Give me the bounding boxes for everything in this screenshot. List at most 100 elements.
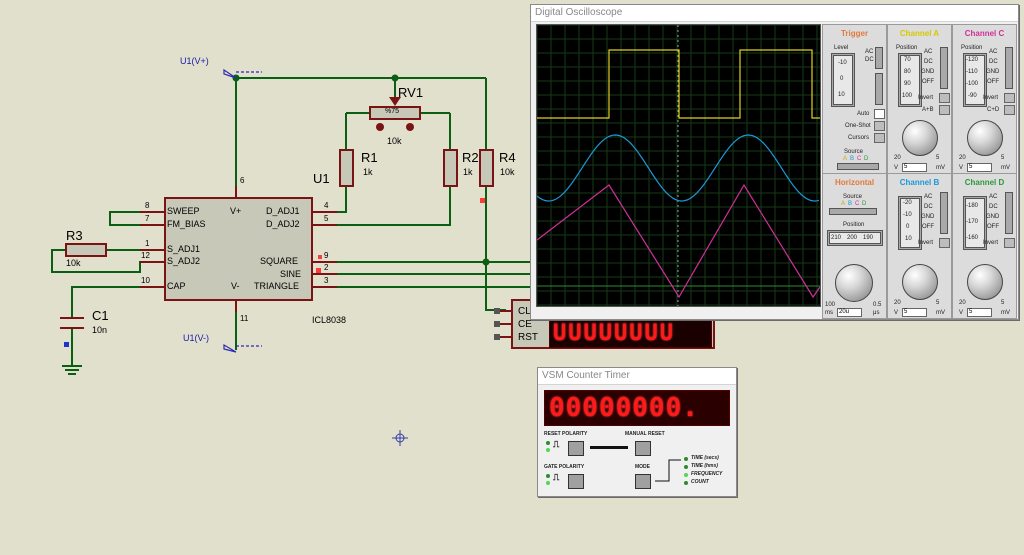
rising-edge-icon: ⎍ <box>553 439 560 449</box>
channel-a-invert-button[interactable] <box>939 93 950 103</box>
channel-c-scale-field[interactable]: 5 <box>967 163 992 172</box>
channel-d-volts-knob[interactable] <box>967 264 1003 300</box>
channel-d-scale-field[interactable]: 5 <box>967 308 992 317</box>
vplus-label: U1(V+) <box>180 56 209 66</box>
gate-polarity-button[interactable] <box>568 474 584 489</box>
horizontal-source-slider[interactable] <box>829 208 877 215</box>
pin-fm-bias: FM_BIAS <box>167 219 206 229</box>
channel-a-volts-knob[interactable] <box>902 120 938 156</box>
reset-polarity-led <box>546 441 550 445</box>
trigger-level-slider[interactable]: -10 0 10 <box>831 53 855 107</box>
pin-num-2: 2 <box>324 263 329 272</box>
counter-timer-title[interactable]: VSM Counter Timer <box>538 368 736 385</box>
horizontal-scale-field[interactable]: 20u <box>837 308 862 317</box>
channel-d-position-slider[interactable]: -180 -170 -160 <box>963 196 987 250</box>
waveform-display <box>537 25 820 306</box>
manual-reset-button[interactable] <box>635 441 651 456</box>
pin-d-adj2: D_ADJ2 <box>266 219 300 229</box>
r2-value: 1k <box>463 167 473 177</box>
channel-a-coupling-switch[interactable] <box>940 47 948 89</box>
counter-pin-ce: CE <box>518 319 532 330</box>
counter-timer-display: 00000000. <box>544 390 730 426</box>
channel-b-invert-button[interactable] <box>939 238 950 248</box>
pin-num-4: 4 <box>324 201 329 210</box>
counter-timer-window[interactable]: VSM Counter Timer 00000000. RESET POLARI… <box>537 367 737 497</box>
channel-c-position-slider[interactable]: -120 -110 -100 -90 <box>963 53 987 107</box>
rv1-value: 10k <box>387 136 402 146</box>
horizontal-panel: Horizontal Source A B C D Position 210 2… <box>822 173 887 319</box>
rv1-ref: RV1 <box>398 85 424 100</box>
trigger-coupling-switch[interactable] <box>875 47 883 69</box>
gate-polarity-label: GATE POLARITY <box>544 464 585 470</box>
reset-bar <box>590 446 628 449</box>
trigger-source-slider[interactable] <box>837 163 879 170</box>
trigger-edge-switch[interactable] <box>875 73 883 105</box>
r3-ref: R3 <box>66 228 83 243</box>
pin-num-6: 6 <box>240 176 245 185</box>
channel-d-invert-button[interactable] <box>1004 238 1015 248</box>
pin-cap: CAP <box>167 281 186 291</box>
channel-d-panel: Channel D -180 -170 -160 AC DC GND OFF I… <box>952 173 1017 319</box>
channel-b-volts-knob[interactable] <box>902 264 938 300</box>
pin-vplus: V+ <box>230 206 242 216</box>
trigger-oneshot-button[interactable] <box>874 121 885 131</box>
r1-ref: R1 <box>361 150 378 165</box>
pin-square: SQUARE <box>260 256 299 266</box>
pin-sine: SINE <box>280 269 302 279</box>
channel-c-title: Channel C <box>964 29 1005 38</box>
pin-num-3: 3 <box>324 276 329 285</box>
trace-c <box>537 183 820 299</box>
manual-reset-label: MANUAL RESET <box>625 431 665 437</box>
channel-c-combine-button[interactable] <box>1004 105 1015 115</box>
pin-vminus: V- <box>231 281 240 291</box>
trace-b <box>537 134 820 202</box>
mode-label: MODE <box>635 464 650 470</box>
pin-num-9: 9 <box>324 251 329 260</box>
pin-num-8: 8 <box>145 201 150 210</box>
trigger-level-label: Level <box>834 45 849 51</box>
channel-c-volts-knob[interactable] <box>967 120 1003 156</box>
channel-b-panel: Channel B -20 -10 0 10 AC DC GND OFF Inv… <box>887 173 952 319</box>
channel-d-coupling-switch[interactable] <box>1005 192 1013 234</box>
channel-a-combine-button[interactable] <box>939 105 950 115</box>
mode-time-hms: TIME (hms) <box>691 463 718 469</box>
trigger-oneshot-label: One-Shot <box>845 123 871 129</box>
oscilloscope-title[interactable]: Digital Oscilloscope <box>531 5 1018 22</box>
r4-value: 10k <box>500 167 515 177</box>
trigger-cursors-label: Cursors <box>848 135 870 141</box>
reset-polarity-button[interactable] <box>568 441 584 456</box>
pin-num-7: 7 <box>145 214 150 223</box>
trigger-dc-label: DC <box>865 57 874 63</box>
r2-ref: R2 <box>462 150 479 165</box>
r1-value: 1k <box>363 167 373 177</box>
channel-a-scale-field[interactable]: 5 <box>902 163 927 172</box>
channel-c-invert-button[interactable] <box>1004 93 1015 103</box>
mode-time-secs: TIME (secs) <box>691 455 719 461</box>
channel-c-coupling-switch[interactable] <box>1005 47 1013 89</box>
trigger-source-label: Source <box>844 149 864 155</box>
mode-count: COUNT <box>691 479 709 485</box>
c1-ref: C1 <box>92 308 109 323</box>
horizontal-position-slider[interactable]: 210 200 190 <box>827 230 883 246</box>
pin-num-5: 5 <box>324 214 329 223</box>
channel-a-position-slider[interactable]: 70 80 90 100 <box>898 53 922 107</box>
pin-d-adj1: D_ADJ1 <box>266 206 300 216</box>
reset-polarity-label: RESET POLARITY <box>544 431 588 437</box>
oscilloscope-screen[interactable] <box>536 24 821 307</box>
oscilloscope-window[interactable]: Digital Oscilloscope Trigger Level -10 0… <box>530 4 1019 320</box>
horizontal-title: Horizontal <box>834 178 875 187</box>
mode-button[interactable] <box>635 474 651 489</box>
mode-connector <box>655 459 681 482</box>
pin-num-10: 10 <box>141 276 150 285</box>
trigger-cursors-button[interactable] <box>874 133 885 143</box>
gate-polarity-led <box>546 474 550 478</box>
channel-b-position-slider[interactable]: -20 -10 0 10 <box>898 196 922 250</box>
trigger-auto-button[interactable] <box>874 109 885 119</box>
c1-value: 10n <box>92 325 108 335</box>
horizontal-timebase-knob[interactable] <box>835 264 873 302</box>
trigger-title: Trigger <box>840 29 869 38</box>
channel-b-scale-field[interactable]: 5 <box>902 308 927 317</box>
pin-s-adj1: S_ADJ1 <box>167 244 201 254</box>
channel-b-coupling-switch[interactable] <box>940 192 948 234</box>
rv1-percent: %75 <box>385 108 400 115</box>
